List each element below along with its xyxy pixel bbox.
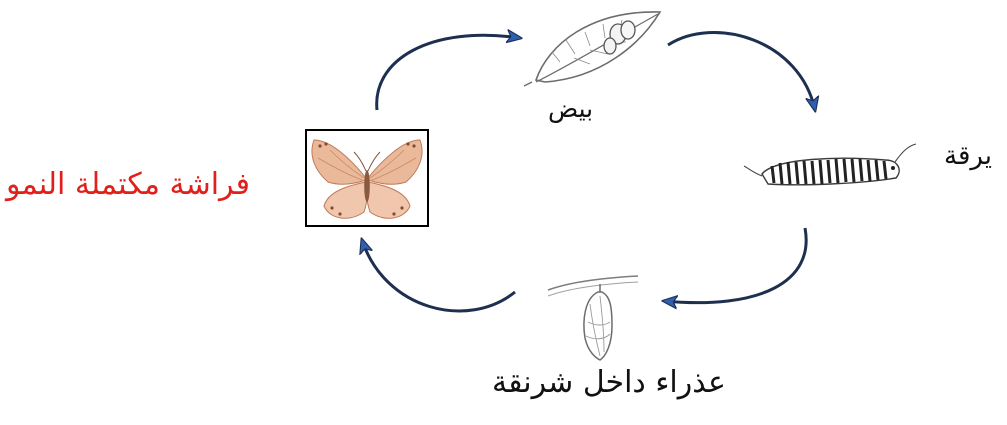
- egg-stage-label: بيض: [548, 96, 593, 121]
- adult-stage-label: فراشة مكتملة النمو: [6, 170, 250, 200]
- chrysalis-icon: [548, 276, 638, 360]
- arrow-egg-to-larva: [668, 33, 815, 110]
- arrow-larva-to-pupa: [664, 228, 806, 303]
- butterfly-icon: [306, 130, 428, 226]
- pupa-stage-label: عذراء داخل شرنقة: [492, 368, 726, 398]
- arrow-pupa-to-adult: [362, 240, 515, 311]
- leaf-with-eggs-icon: [524, 12, 660, 86]
- larva-stage-label: يرقة: [944, 143, 992, 169]
- caterpillar-icon: [744, 144, 916, 185]
- arrow-adult-to-egg: [377, 35, 520, 110]
